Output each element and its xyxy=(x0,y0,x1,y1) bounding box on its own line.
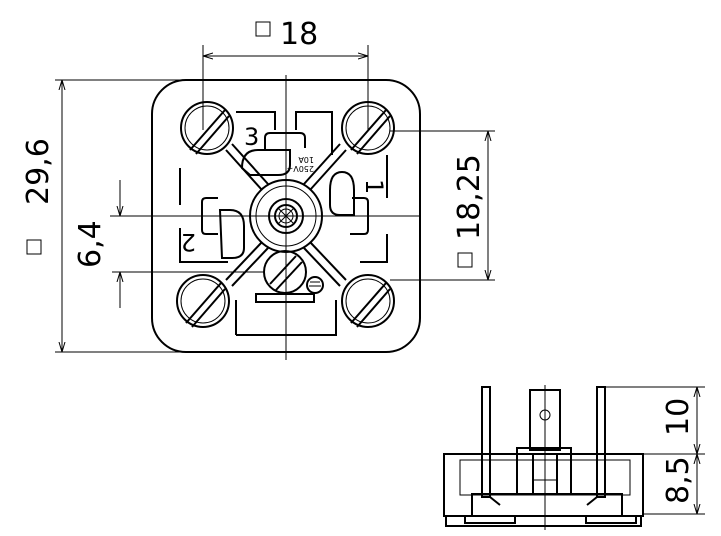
screw-top-left xyxy=(180,101,234,155)
terminal-label-2: 2 xyxy=(181,228,196,256)
dimension-10: 10 xyxy=(661,398,696,436)
side-pin-left xyxy=(481,386,491,498)
earth-symbol-icon xyxy=(306,276,324,294)
dimension-18: 18 xyxy=(280,17,318,52)
side-section-view: 10 8,5 xyxy=(443,385,705,530)
terminal-label-1: 1 xyxy=(360,179,388,194)
earth-screw xyxy=(255,250,324,303)
terminal-label-3: 3 xyxy=(244,123,259,151)
screw-bottom-left xyxy=(176,274,230,328)
dimension-6-4: 6,4 xyxy=(73,220,108,268)
side-pin-right xyxy=(596,386,606,498)
square-symbol-icon xyxy=(457,252,473,268)
square-symbol-icon xyxy=(255,21,271,37)
screw-bottom-right xyxy=(341,274,395,328)
dimension-18-25: 18,25 xyxy=(452,154,487,240)
rating-current: 10A xyxy=(298,155,314,164)
rating-voltage: 250V~ xyxy=(287,164,314,173)
cross-webs xyxy=(225,143,347,287)
contact-clip-3 xyxy=(264,132,306,150)
contact-clip-1 xyxy=(350,197,369,235)
dimension-29-6: 29,6 xyxy=(21,138,56,205)
square-symbol-icon xyxy=(26,239,42,255)
contact-clip-2 xyxy=(201,197,218,235)
dimension-8-5: 8,5 xyxy=(661,456,696,504)
front-view: 3 2 1 10A 250V~ 18 29,6 6,4 18,25 xyxy=(21,17,495,360)
